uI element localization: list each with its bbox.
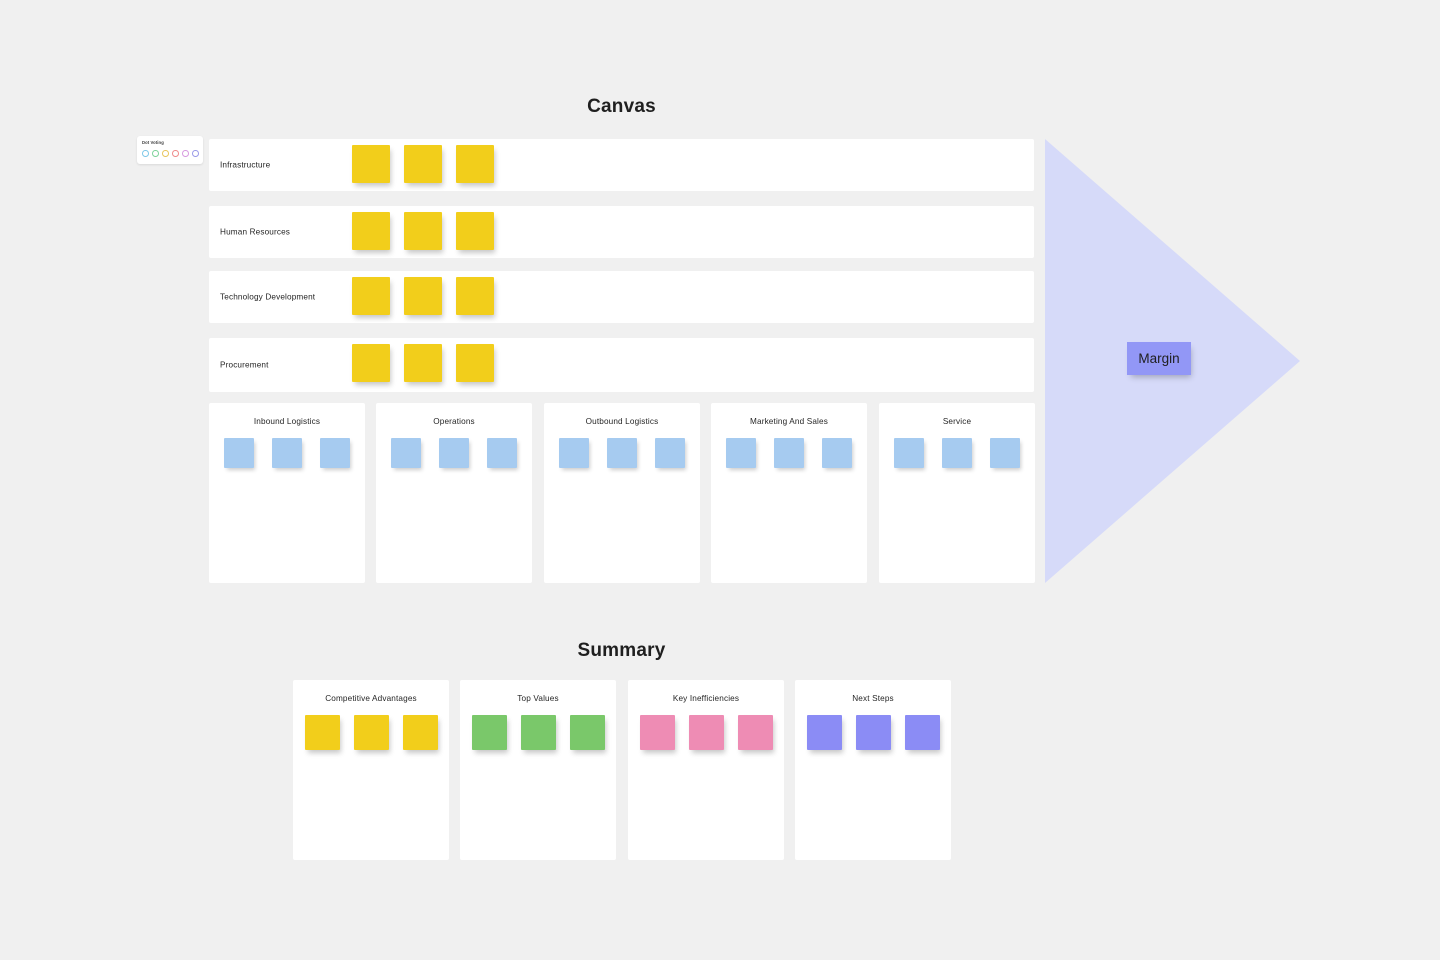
support-activity-row[interactable]: Procurement: [209, 338, 1034, 392]
sticky-note[interactable]: [224, 438, 254, 468]
sticky-note[interactable]: [990, 438, 1020, 468]
sticky-note-group: [352, 212, 494, 250]
summary-column[interactable]: Top Values: [460, 680, 616, 860]
sticky-note[interactable]: [822, 438, 852, 468]
sticky-note[interactable]: [404, 344, 442, 382]
primary-activity-label: Operations: [433, 417, 475, 426]
sticky-note[interactable]: [272, 438, 302, 468]
primary-activity-column[interactable]: Inbound Logistics: [209, 403, 365, 583]
sticky-note-group: [376, 438, 532, 468]
summary-column[interactable]: Next Steps: [795, 680, 951, 860]
sticky-note[interactable]: [569, 715, 605, 750]
dot-voting-palette[interactable]: [142, 149, 199, 157]
sticky-note[interactable]: [942, 438, 972, 468]
sticky-note[interactable]: [352, 277, 390, 315]
primary-activity-label: Outbound Logistics: [585, 417, 659, 426]
dot-yellow-icon[interactable]: [162, 149, 169, 157]
sticky-note-group: [628, 715, 784, 750]
dot-blue-icon[interactable]: [142, 149, 149, 157]
primary-activity-column[interactable]: Outbound Logistics: [544, 403, 700, 583]
sticky-note[interactable]: [471, 715, 507, 750]
sticky-note[interactable]: [639, 715, 675, 750]
sticky-note[interactable]: [904, 715, 940, 750]
sticky-note[interactable]: [774, 438, 804, 468]
sticky-note[interactable]: [806, 715, 842, 750]
sticky-note-group: [460, 715, 616, 750]
sticky-note-group: [879, 438, 1035, 468]
sticky-note[interactable]: [737, 715, 773, 750]
summary-column[interactable]: Key Inefficiencies: [628, 680, 784, 860]
sticky-note[interactable]: [559, 438, 589, 468]
primary-activity-column[interactable]: Service: [879, 403, 1035, 583]
sticky-note[interactable]: [352, 212, 390, 250]
sticky-note-group: [209, 438, 365, 468]
dot-purple-icon[interactable]: [192, 149, 199, 157]
dot-pink-icon[interactable]: [182, 149, 189, 157]
sticky-note[interactable]: [404, 277, 442, 315]
dot-voting-title: Dot Voting: [142, 140, 164, 145]
sticky-note-group: [293, 715, 449, 750]
primary-activity-column[interactable]: Operations: [376, 403, 532, 583]
sticky-note-group: [352, 344, 494, 382]
sticky-note[interactable]: [487, 438, 517, 468]
sticky-note[interactable]: [439, 438, 469, 468]
support-activity-row[interactable]: Infrastructure: [209, 139, 1034, 191]
canvas-section-title: Canvas: [587, 96, 656, 117]
primary-activity-column[interactable]: Marketing And Sales: [711, 403, 867, 583]
sticky-note-group: [795, 715, 951, 750]
sticky-note[interactable]: [456, 277, 494, 315]
sticky-note[interactable]: [304, 715, 340, 750]
sticky-note[interactable]: [352, 344, 390, 382]
summary-column[interactable]: Competitive Advantages: [293, 680, 449, 860]
primary-activity-label: Marketing And Sales: [750, 417, 828, 426]
sticky-note-group: [352, 277, 494, 315]
sticky-note[interactable]: [520, 715, 556, 750]
sticky-note[interactable]: [655, 438, 685, 468]
sticky-note[interactable]: [402, 715, 438, 750]
summary-column-label: Next Steps: [852, 694, 894, 703]
support-activity-row[interactable]: Technology Development: [209, 271, 1034, 323]
summary-column-label: Competitive Advantages: [325, 694, 417, 703]
sticky-note[interactable]: [894, 438, 924, 468]
sticky-note-group: [711, 438, 867, 468]
sticky-note[interactable]: [353, 715, 389, 750]
dot-voting-widget[interactable]: Dot Voting: [137, 136, 203, 164]
support-activity-row[interactable]: Human Resources: [209, 206, 1034, 258]
sticky-note-group: [544, 438, 700, 468]
sticky-note[interactable]: [456, 145, 494, 183]
summary-section-title: Summary: [577, 640, 666, 661]
sticky-note[interactable]: [404, 212, 442, 250]
support-activity-label: Procurement: [220, 360, 269, 370]
sticky-note[interactable]: [855, 715, 891, 750]
sticky-note[interactable]: [456, 344, 494, 382]
sticky-note[interactable]: [352, 145, 390, 183]
sticky-note[interactable]: [391, 438, 421, 468]
summary-column-label: Key Inefficiencies: [672, 694, 740, 703]
primary-activity-label: Service: [942, 417, 972, 426]
primary-activity-label: Inbound Logistics: [253, 417, 321, 426]
sticky-note[interactable]: [404, 145, 442, 183]
support-activity-label: Technology Development: [220, 292, 316, 302]
support-activity-label: Infrastructure: [220, 160, 271, 170]
sticky-note[interactable]: [607, 438, 637, 468]
sticky-note[interactable]: [456, 212, 494, 250]
sticky-note[interactable]: [320, 438, 350, 468]
margin-chip[interactable]: Margin: [1127, 342, 1191, 375]
dot-red-icon[interactable]: [172, 149, 179, 157]
support-activity-label: Human Resources: [220, 227, 291, 237]
sticky-note-group: [352, 145, 494, 183]
sticky-note[interactable]: [726, 438, 756, 468]
summary-column-label: Top Values: [517, 694, 559, 703]
sticky-note[interactable]: [688, 715, 724, 750]
dot-green-icon[interactable]: [152, 149, 159, 157]
